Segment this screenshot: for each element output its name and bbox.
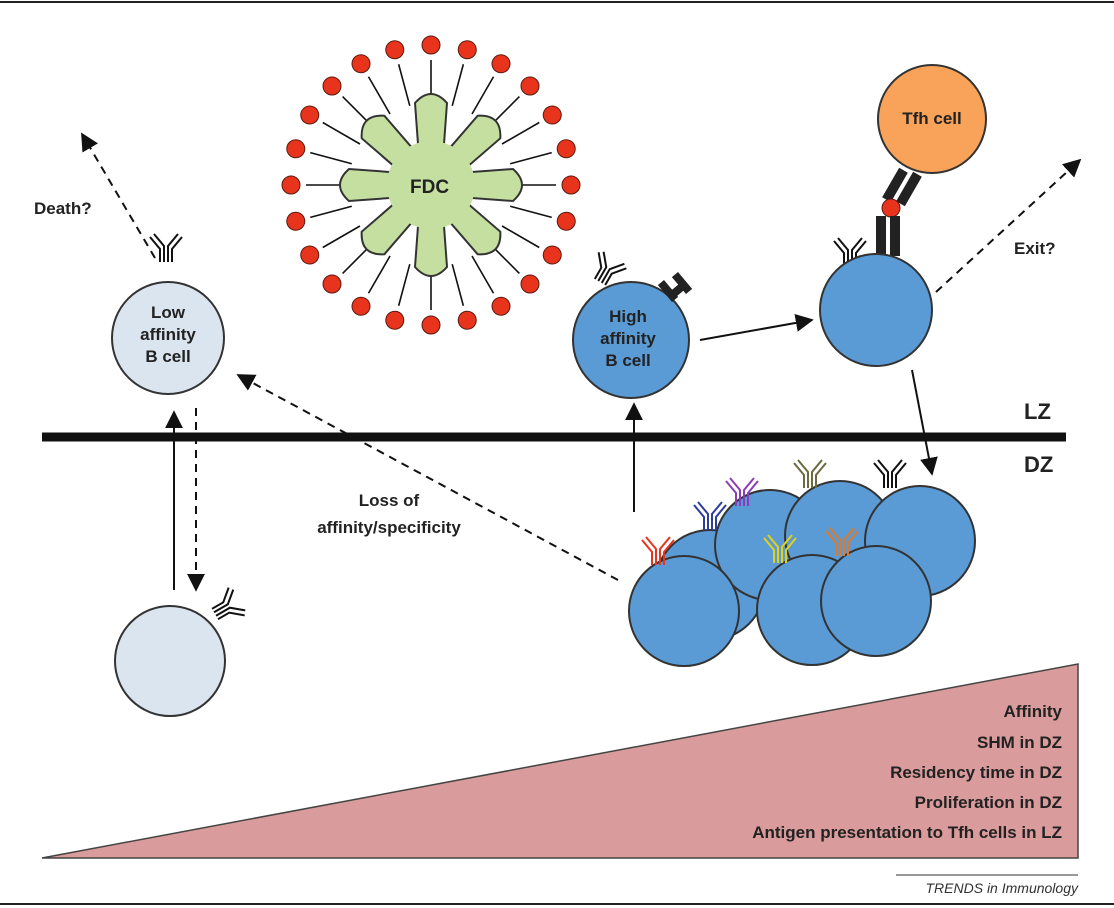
high-cell-label-line3: B cell	[605, 351, 650, 370]
zone-label-lz: LZ	[1024, 399, 1051, 424]
trends-credit: TRENDS in Immunology	[926, 880, 1079, 896]
high-affinity-b-cell: High affinity B cell	[572, 248, 693, 399]
wedge-labels: Affinity SHM in DZ Residency time in DZ …	[752, 702, 1062, 842]
dz-low-affinity-b-cell	[114, 585, 249, 717]
death-label: Death?	[34, 199, 92, 218]
zone-label-dz: DZ	[1024, 452, 1053, 477]
tfh-cell: Tfh cell	[877, 64, 987, 174]
gradient-wedge	[41, 663, 1079, 859]
wedge-label-proliferation: Proliferation in DZ	[915, 793, 1062, 812]
high-cell-label-line2: affinity	[600, 329, 656, 348]
arrow-high-to-tfh-contact	[699, 313, 814, 341]
exit-label: Exit?	[1014, 239, 1056, 258]
loss-label-line1: Loss of	[359, 491, 420, 510]
high-cell-label-line1: High	[609, 307, 647, 326]
arrow-lz-to-dz-high	[911, 369, 938, 476]
dz-b-cell-cluster	[628, 459, 976, 667]
low-cell-label-line1: Low	[151, 303, 186, 322]
arrow-exit	[935, 158, 1082, 293]
low-affinity-b-cell: Low affinity B cell	[111, 233, 225, 395]
arrow-loss-of-affinity	[236, 374, 619, 581]
fdc-label: FDC	[410, 177, 449, 198]
wedge-label-residency: Residency time in DZ	[890, 763, 1062, 782]
loss-label-line2: affinity/specificity	[317, 518, 461, 537]
engaged-b-cell	[819, 237, 933, 367]
fdc-cell: FDC	[281, 35, 581, 335]
wedge-label-affinity: Affinity	[1003, 702, 1062, 721]
fdc-body	[339, 93, 523, 277]
arrows	[81, 132, 1082, 592]
bcr-antigen-complex	[657, 272, 693, 302]
wedge-label-antigen-presentation: Antigen presentation to Tfh cells in LZ	[752, 823, 1062, 842]
arrow-death	[81, 132, 156, 259]
wedge-label-shm: SHM in DZ	[977, 733, 1062, 752]
low-cell-label-line2: affinity	[140, 325, 196, 344]
low-cell-label-line3: B cell	[145, 347, 190, 366]
tfh-cell-label: Tfh cell	[902, 109, 962, 128]
tfh-b-cell-synapse	[876, 167, 922, 256]
